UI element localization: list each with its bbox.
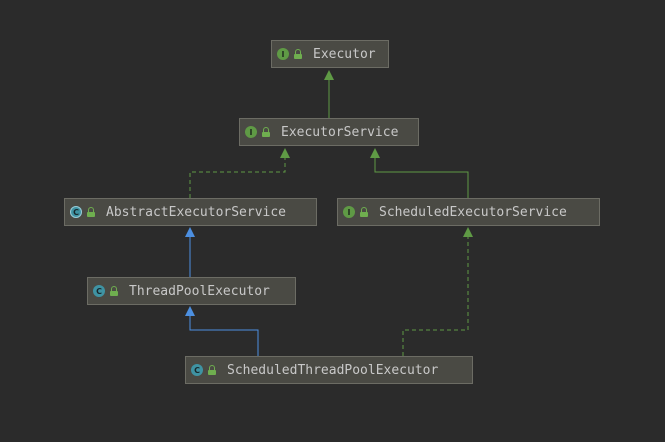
class-icon: C	[93, 285, 105, 297]
lock-icon	[86, 207, 96, 217]
edge-scheduledthreadpoolexecutor-threadpoolexecutor	[185, 306, 259, 356]
interface-icon: I	[343, 206, 355, 218]
node-scheduled-thread-pool-executor[interactable]: C ScheduledThreadPoolExecutor	[185, 356, 473, 384]
edge-scheduledexecutorservice-executorservice	[370, 148, 469, 198]
node-label: ThreadPoolExecutor	[129, 283, 270, 299]
edge-threadpoolexecutor-abstractexecutorservice	[185, 227, 195, 277]
node-executor-service[interactable]: I ExecutorService	[239, 118, 419, 146]
edge-executorservice-executor	[324, 70, 334, 118]
node-scheduled-executor-service[interactable]: I ScheduledExecutorService	[337, 198, 600, 226]
edge-abstractexecutorservice-executorservice	[189, 148, 290, 198]
lock-icon	[109, 286, 119, 296]
lock-icon	[293, 49, 303, 59]
edge-scheduledthreadpoolexecutor-scheduledexecutorservice	[402, 227, 473, 356]
interface-icon: I	[277, 48, 289, 60]
lock-icon	[261, 127, 271, 137]
abstract-class-icon: C	[70, 206, 82, 218]
node-abstract-executor-service[interactable]: C AbstractExecutorService	[64, 198, 317, 226]
node-label: ExecutorService	[281, 124, 399, 140]
lock-icon	[207, 365, 217, 375]
node-label: ScheduledThreadPoolExecutor	[227, 362, 439, 378]
class-icon: C	[191, 364, 203, 376]
node-label: AbstractExecutorService	[106, 204, 287, 220]
node-label: ScheduledExecutorService	[379, 204, 567, 220]
node-thread-pool-executor[interactable]: C ThreadPoolExecutor	[87, 277, 296, 305]
lock-icon	[359, 207, 369, 217]
node-label: Executor	[313, 46, 376, 62]
node-executor[interactable]: I Executor	[271, 40, 389, 68]
interface-icon: I	[245, 126, 257, 138]
